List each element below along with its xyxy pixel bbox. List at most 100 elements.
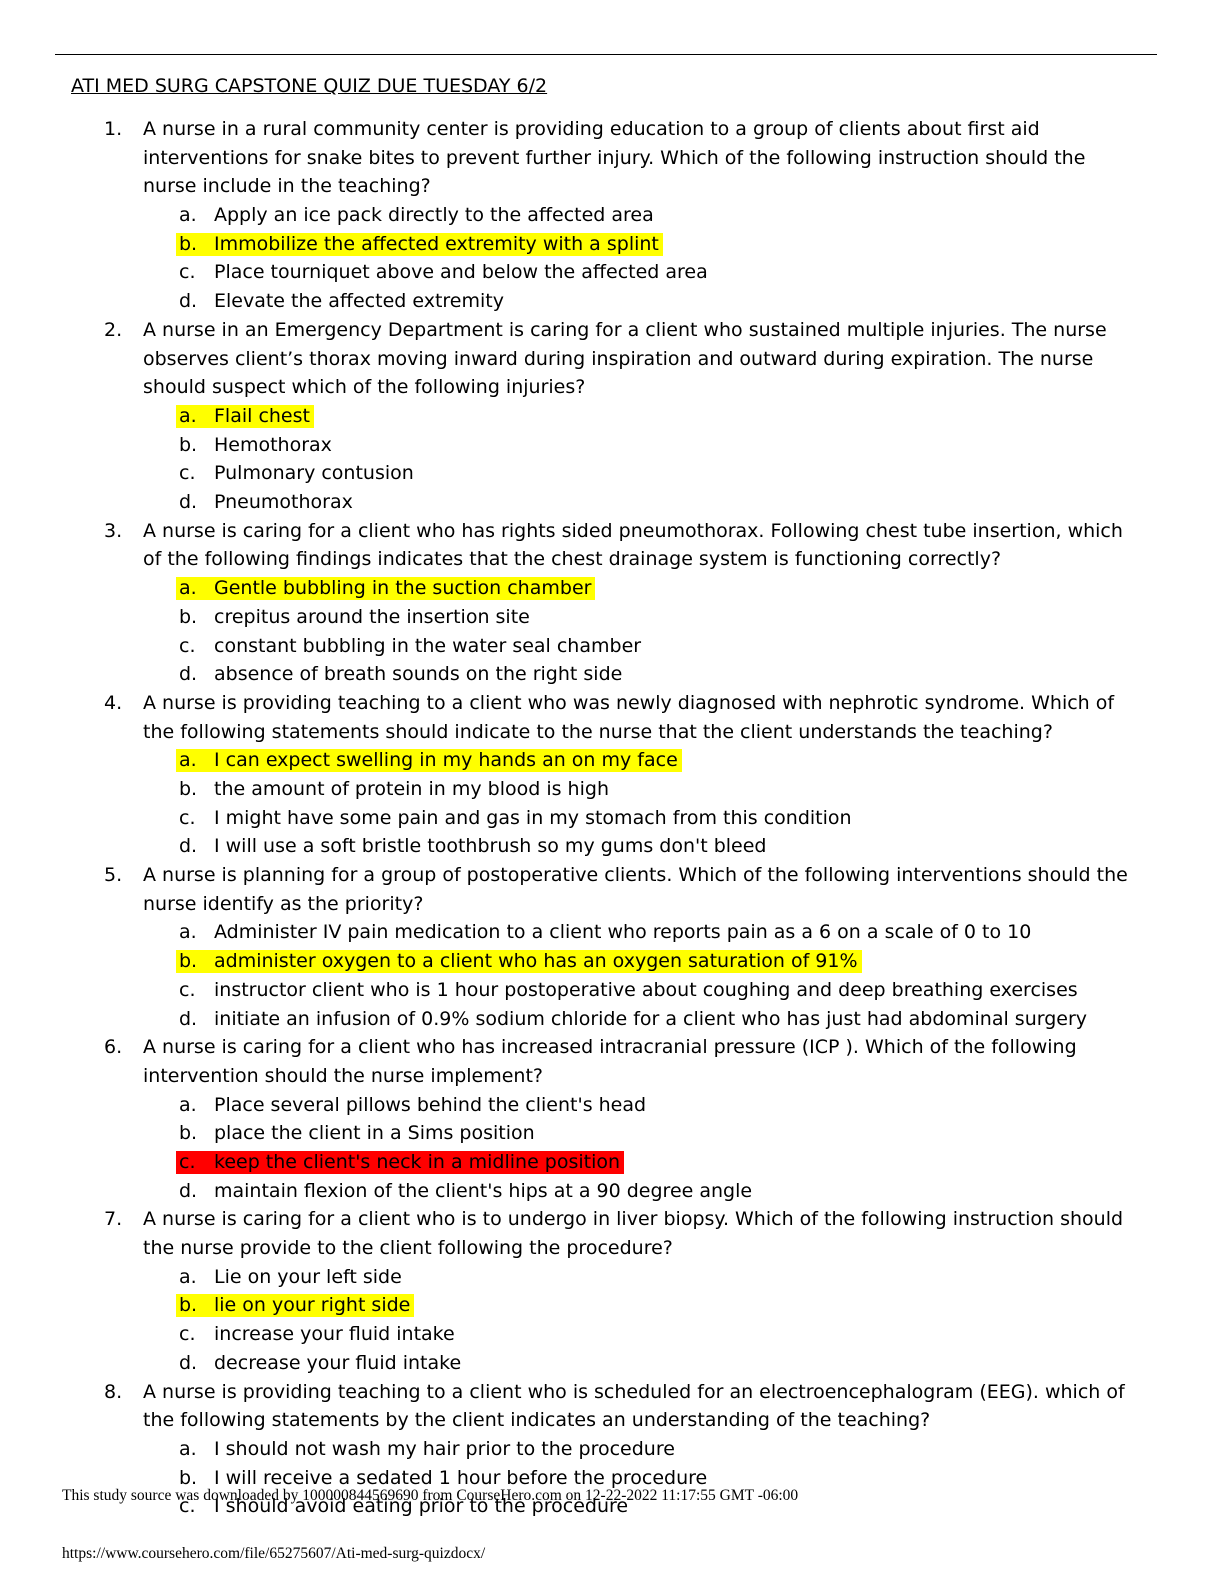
answer-option: d. decrease your fluid intake: [0, 1349, 1224, 1378]
question-text: A nurse is providing teaching to a clien…: [143, 1380, 1125, 1432]
option-text: Gentle bubbling in the suction chamber: [214, 577, 592, 600]
option-letter: d.: [179, 1007, 198, 1030]
answer-option: d.Pneumothorax: [0, 488, 1224, 517]
option-letter: c.: [179, 1323, 196, 1346]
answer-options: a. Gentle bubbling in the suction chamber…: [0, 574, 1224, 689]
question-number: 8.: [104, 1380, 123, 1403]
option-text: initiate an infusion of 0.9% sodium chlo…: [214, 1007, 1088, 1030]
answer-option: a.Lie on your left side: [0, 1263, 1224, 1292]
question-7: 7.A nurse is caring for a client who is …: [0, 1205, 1224, 1377]
answer-option: a. Gentle bubbling in the suction chamber: [0, 574, 1224, 603]
option-letter: b.: [179, 1294, 198, 1317]
option-letter: b.: [179, 605, 198, 628]
option-text: Place several pillows behind the client'…: [214, 1093, 647, 1116]
option-letter: d.: [179, 663, 198, 686]
option-text: absence of breath sounds on the right si…: [214, 663, 623, 686]
answer-option: c. constant bubbling in the water seal ch…: [0, 632, 1224, 661]
option-text: I can expect swelling in my hands an on …: [214, 749, 678, 772]
yellow-highlight: [176, 950, 862, 974]
question-3: 3.A nurse is caring for a client who has…: [0, 517, 1224, 689]
answer-option: d.Elevate the affected extremity: [0, 287, 1224, 316]
answer-option: b.the amount of protein in my blood is h…: [0, 775, 1224, 804]
answer-option: d. I will use a soft bristle toothbrush s…: [0, 832, 1224, 861]
question-text: A nurse is caring for a client who has r…: [143, 519, 1123, 571]
question-number: 1.: [104, 118, 123, 140]
option-text: maintain flexion of the client's hips at…: [214, 1179, 753, 1202]
option-text: I might have some pain and gas in my sto…: [214, 806, 852, 829]
option-text: Lie on your left side: [214, 1265, 402, 1288]
option-text: Apply an ice pack directly to the affect…: [214, 204, 654, 227]
download-source-note: This study source was downloaded by 1000…: [62, 1487, 799, 1504]
option-text: lie on your right side: [214, 1294, 411, 1317]
option-letter: a.: [179, 404, 197, 427]
option-letter: b.: [179, 1122, 198, 1145]
source-url[interactable]: https://www.coursehero.com/file/65275607…: [62, 1545, 486, 1562]
yellow-highlight: [176, 232, 663, 256]
red-highlight: [176, 1150, 624, 1174]
question-text: A nurse is caring for a client who has i…: [143, 1036, 1077, 1087]
question-text: A nurse in a rural community center is p…: [143, 118, 1086, 198]
answer-option: a. I can expect swelling in my hands an o…: [0, 746, 1224, 775]
option-text: I should not wash my hair prior to the p…: [214, 1437, 675, 1460]
question-5: 5.A nurse is planning for a group of pos…: [0, 861, 1224, 1033]
option-text: keep the client's neck in a midline posi…: [214, 1150, 621, 1173]
answer-option: a. Flail chest: [0, 402, 1224, 431]
answer-option: b. lie on your right side: [0, 1291, 1224, 1320]
question-number: 4.: [104, 691, 123, 714]
answer-options: a. I can expect swelling in my hands an o…: [0, 746, 1224, 861]
answer-options: a. I should not wash my hair prior to the…: [0, 1435, 1224, 1521]
option-text: I will use a soft bristle toothbrush so …: [214, 835, 767, 858]
answer-option: c. I might have some pain and gas in my s…: [0, 804, 1224, 833]
answer-option: d. maintain flexion of the client's hips …: [0, 1177, 1224, 1206]
question-number: 7.: [104, 1208, 123, 1231]
question-text: A nurse in an Emergency Department is ca…: [143, 318, 1107, 399]
question-number: 2.: [104, 318, 123, 341]
option-letter: d.: [179, 835, 198, 858]
question-text: A nurse is providing teaching to a clien…: [143, 691, 1115, 743]
option-text: Place tourniquet above and below the aff…: [214, 261, 708, 284]
option-letter: c.: [179, 634, 196, 657]
option-letter: d.: [179, 1351, 198, 1374]
option-text: constant bubbling in the water seal cham…: [214, 634, 642, 657]
question-4: 4. A nurse is providing teaching to a cli…: [0, 689, 1224, 861]
answer-option: d. absence of breath sounds on the right …: [0, 660, 1224, 689]
option-text: instructor client who is 1 hour postoper…: [214, 978, 1078, 1001]
answer-option: a. Apply an ice pack directly to the affe…: [0, 201, 1224, 230]
option-letter: c.: [179, 978, 196, 1001]
option-letter: a.: [179, 204, 197, 227]
answer-option: c.Pulmonary contusion: [0, 459, 1224, 488]
option-text: I should avoid eating prior to the proce…: [214, 1495, 629, 1518]
answer-option: b.Hemothorax: [0, 431, 1224, 460]
answer-option: a. Place several pillows behind the clien…: [0, 1091, 1224, 1120]
answer-options: a.Administer IV pain medication to a cli…: [0, 918, 1224, 1033]
option-letter: c.: [179, 1150, 196, 1173]
option-text: Flail chest: [214, 404, 310, 427]
option-text: I will receive a sedated 1 hour before t…: [214, 1466, 708, 1489]
option-letter: a.: [179, 577, 197, 600]
question-number: 6.: [104, 1036, 123, 1059]
option-letter: c.: [179, 806, 196, 829]
answer-option: b. crepitus around the insertion site: [0, 603, 1224, 632]
answer-options: a. Place several pillows behind the clien…: [0, 1091, 1224, 1206]
top-rule: [55, 54, 1157, 55]
answer-option: c. keep the client's neck in a midline po…: [0, 1148, 1224, 1177]
yellow-highlight: [176, 577, 595, 601]
option-letter: b.: [179, 950, 198, 973]
option-text: Elevate the affected extremity: [214, 290, 504, 313]
option-letter: a.: [179, 1437, 197, 1460]
answer-option: b. place the client in a Sims position: [0, 1119, 1224, 1148]
option-text: place the client in a Sims position: [214, 1122, 535, 1145]
option-text: decrease your fluid intake: [214, 1351, 462, 1374]
question-2: 2. A nurse in an Emergency Department is …: [0, 316, 1224, 517]
option-letter: b.: [179, 1466, 198, 1489]
option-letter: a.: [179, 749, 197, 772]
answer-option: b. I will receive a sedated 1 hour before…: [0, 1464, 1224, 1493]
option-letter: a.: [179, 1093, 197, 1116]
option-letter: b.: [179, 232, 198, 255]
option-letter: d.: [179, 1179, 198, 1202]
option-letter: b.: [179, 777, 198, 800]
yellow-highlight: [176, 749, 682, 773]
option-text: crepitus around the insertion site: [214, 605, 530, 628]
